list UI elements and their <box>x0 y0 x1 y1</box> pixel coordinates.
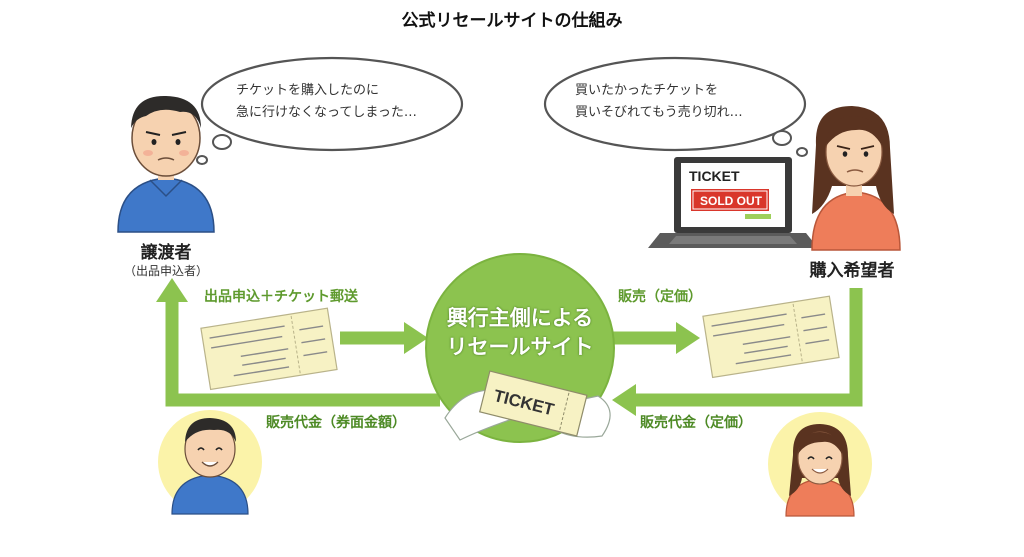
hands-ticket: TICKET <box>444 370 611 441</box>
buyer-hair-front <box>826 116 882 146</box>
laptop-keyboard <box>669 236 797 244</box>
resale-site-label: 興行主側による リセールサイト <box>430 304 610 362</box>
ticket-seller-card <box>200 307 338 391</box>
laptop-ticket-text: TICKET <box>689 168 740 184</box>
buyer-happy-eye-right <box>825 456 833 460</box>
buyer-happy-mouth <box>811 468 829 474</box>
flow-arrows <box>156 278 863 416</box>
ticket-buyer-fineprint <box>711 313 830 365</box>
ticket-buyer-card <box>702 295 840 379</box>
seller-brow-left <box>145 131 161 136</box>
seller-brow-right <box>171 131 187 136</box>
seller-bubble-dot-1 <box>212 134 232 150</box>
seller-hair <box>131 95 201 128</box>
page-title: 公式リセールサイトの仕組み <box>401 11 623 31</box>
buyer-bubble-cloud <box>543 56 807 152</box>
buyer-thought-line2: 買いそびれてもう売り切れ… <box>575 105 743 120</box>
seller-thought-line2: 急に行けなくなってしまった… <box>236 105 417 120</box>
arrow-seller-to-site-head <box>404 322 428 354</box>
seller-happy-eye-right <box>215 447 223 451</box>
seller-happy-illustration <box>158 410 262 515</box>
hand-ticket-perforation <box>559 392 570 430</box>
buyer-brow-left <box>836 145 851 150</box>
seller-label: 譲渡者 <box>140 243 192 263</box>
buyer-thought-line1: 買いたかったチケットを <box>575 83 719 98</box>
buyer-thought-text: 買いたかったチケットを 買いそびれてもう売り切れ… <box>575 80 785 124</box>
laptop-illustration: TICKET SOLD OUT <box>648 157 818 248</box>
resale-site-line1: 興行主側による <box>446 306 594 330</box>
buyer-bubble-dot-2 <box>796 147 808 157</box>
flow-label-site-to-seller: 販売代金（券面金額） <box>266 415 406 431</box>
laptop-soldout-text: SOLD OUT <box>700 194 763 208</box>
buyer-bubble-dot-1 <box>772 130 792 146</box>
flow-label-buyer-to-site: 販売代金（定価） <box>640 415 752 431</box>
ticket-seller <box>200 307 338 391</box>
ticket-seller-fineprint <box>209 325 328 377</box>
seller-thought-bubble <box>196 56 464 165</box>
flow-label-site-to-buyer: 販売（定価） <box>618 289 702 305</box>
arrow-buyer-to-site-head <box>612 384 636 416</box>
buyer-mouth <box>846 169 864 173</box>
flow-label-seller-to-site: 出品申込＋チケット郵送 <box>204 289 358 305</box>
seller-eye-right <box>175 139 181 145</box>
seller-illustration <box>117 95 215 233</box>
arrow-buyer-to-site <box>632 288 863 407</box>
buyer-happy-hair-front <box>798 432 842 454</box>
seller-happy-hair <box>185 418 236 442</box>
seller-happy-eye-left <box>197 447 205 451</box>
buyer-brow-right <box>860 145 875 150</box>
buyer-eye-right <box>863 151 869 157</box>
arrow-site-to-seller-head <box>156 278 188 302</box>
seller-cheek-left <box>143 150 153 156</box>
seller-sublabel: （出品申込者） <box>123 264 208 278</box>
seller-cheek-right <box>179 150 189 156</box>
arrow-site-to-seller <box>165 298 440 407</box>
soldout-stamp <box>691 189 769 211</box>
seller-eye-left <box>151 139 157 145</box>
seller-collar <box>149 179 183 198</box>
seller-body <box>117 177 215 233</box>
ticket-buyer <box>702 295 840 379</box>
buyer-happy-eye-left <box>807 456 815 460</box>
buyer-illustration <box>811 106 901 251</box>
seller-mouth <box>157 157 175 161</box>
buyer-happy-illustration <box>768 412 872 517</box>
seller-bubble-dot-2 <box>196 155 208 165</box>
buyer-label: 購入希望者 <box>809 261 895 281</box>
seller-happy-mouth <box>201 461 219 467</box>
soldout-stamp-border <box>692 190 768 210</box>
seller-thought-text: チケットを購入したのに 急に行けなくなってしまった… <box>236 80 436 124</box>
seller-thought-line1: チケットを購入したのに <box>236 83 380 98</box>
resale-site-line2: リセールサイト <box>446 335 594 359</box>
laptop-progress <box>745 214 771 219</box>
arrow-site-to-buyer-head <box>676 322 700 354</box>
buyer-thought-bubble <box>543 56 808 157</box>
seller-bubble-cloud <box>200 56 464 152</box>
site-circle-outline <box>425 253 615 443</box>
hand-ticket-card <box>478 370 588 437</box>
buyer-eye-left <box>842 151 848 157</box>
